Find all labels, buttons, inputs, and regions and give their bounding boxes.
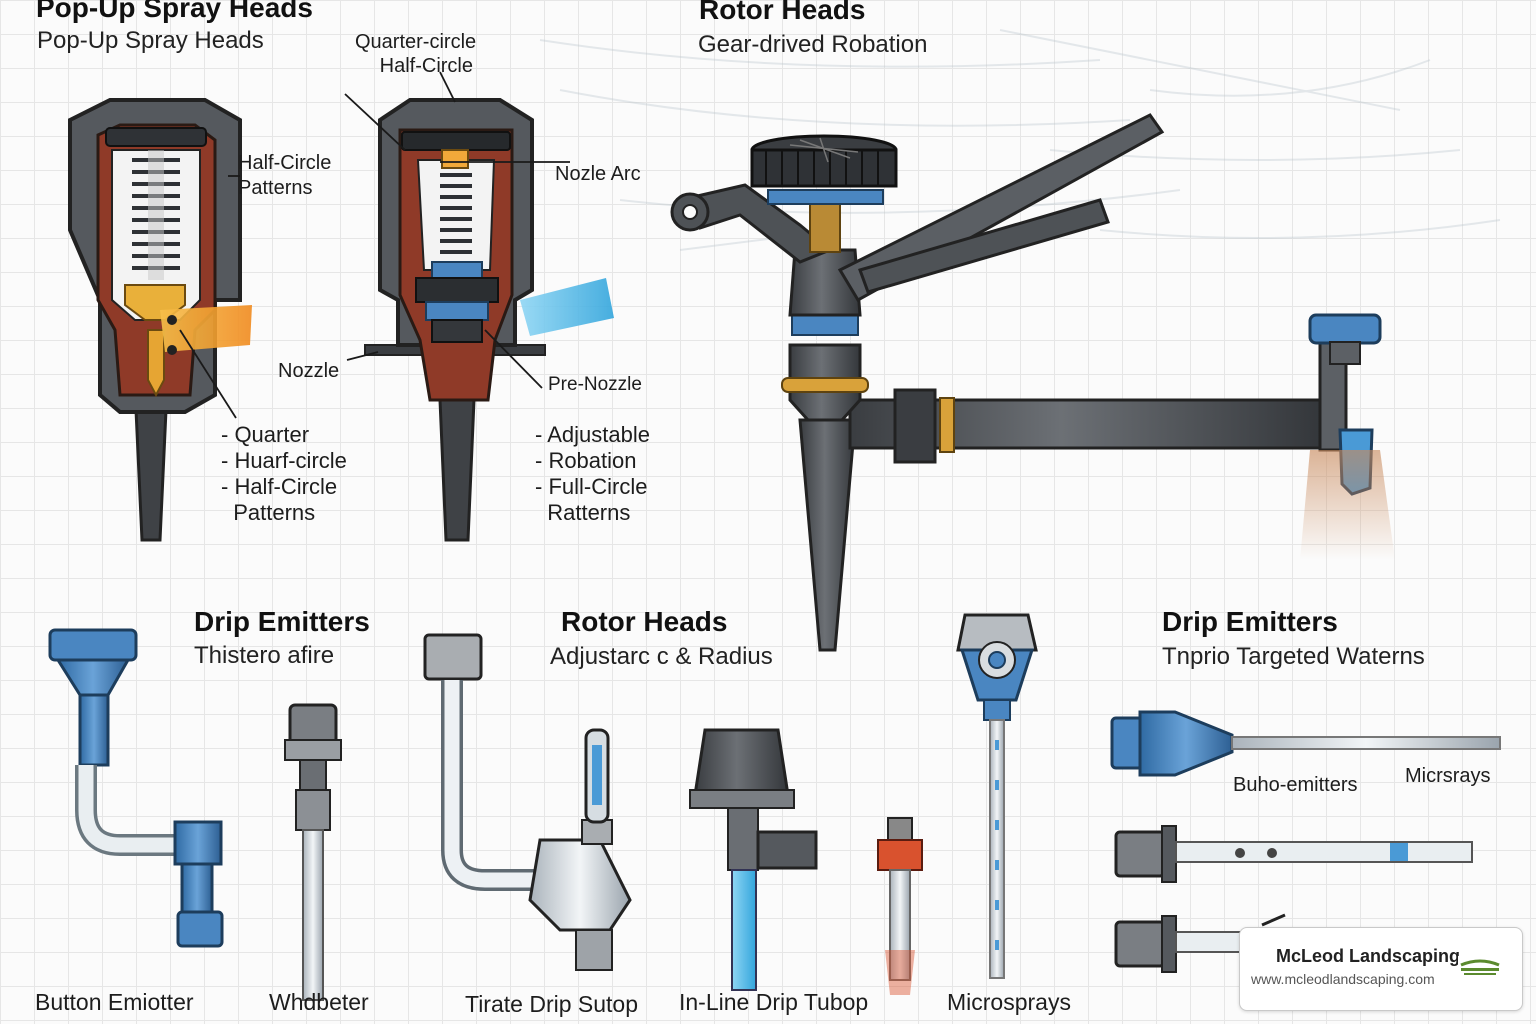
inline-emitter-row <box>1114 825 1473 883</box>
list-item: - Half-Circle <box>221 474 338 499</box>
list-item: Ratterns <box>535 500 631 525</box>
arc-pattern-label: Quarter-circle Half-Circle <box>355 31 477 77</box>
rotor-bottom-heading: Rotor Heads <box>561 606 728 637</box>
drip-setup <box>423 633 632 971</box>
list-item: - Full-Circle <box>535 474 648 499</box>
brand-name: McLeod Landscaping <box>1276 946 1461 966</box>
brand-logo-icon <box>1458 956 1502 978</box>
drip-left-heading: Drip Emitters <box>194 606 370 637</box>
popup-leader-lines <box>179 71 570 419</box>
brand-badge[interactable]: McLeod Landscaping www.mcleodlandscaping… <box>1239 927 1523 1011</box>
rotor-subtitle: Gear-drived Robation <box>698 31 928 58</box>
list-item: - Quarter <box>221 422 310 447</box>
microspray-stake <box>956 613 1038 979</box>
bubbler-emitter-row <box>1110 710 1501 777</box>
pre-nozzle-label: Pre-Nozzle <box>548 374 642 395</box>
bubbler-label: Buho-emitters <box>1233 774 1358 796</box>
rotor-head-large <box>670 113 1395 652</box>
drip-right-heading: Drip Emitters <box>1162 606 1338 637</box>
list-item: - Huarf-circle <box>221 448 347 473</box>
caption-whdbeter: Whdbeter <box>269 989 369 1015</box>
whdbeter-emitter <box>284 703 342 1001</box>
microsprays-side-label: Micrsrays <box>1405 765 1491 787</box>
caption-microsprays: Microsprays <box>947 989 1071 1015</box>
drip-right-subtitle: Tnprio Targeted Waterns <box>1162 643 1425 670</box>
brand-url[interactable]: www.mcleodlandscaping.com <box>1251 971 1435 987</box>
list-item: - Robation <box>535 448 637 473</box>
caption-button-emitter: Button Emiotter <box>35 989 194 1015</box>
inline-drip-tubing <box>689 728 923 995</box>
caption-inline-tubing: In-Line Drip Tubop <box>679 989 869 1015</box>
popup-spray-head-1 <box>68 98 252 542</box>
list-item: - Adjustable <box>535 422 650 447</box>
button-emitter <box>48 628 224 948</box>
list-item: Patterns <box>221 500 316 525</box>
popup-heading: Pop-Up Spray Heads <box>36 0 313 23</box>
popup-pattern-list-left: - Quarter - Huarf-circle - Half-Circle P… <box>221 422 347 526</box>
nozzle-label: Nozzle <box>278 360 340 382</box>
rotor-bottom-subtitle: Adjustarc c & Radius <box>550 643 773 670</box>
caption-drip-setup: Tirate Drip Sutop <box>465 991 638 1017</box>
drip-left-subtitle: Thistero afire <box>194 642 335 669</box>
rotor-heading: Rotor Heads <box>699 0 866 25</box>
half-circle-label: Half-Circle Patterns <box>238 152 332 199</box>
popup-subtitle: Pop-Up Spray Heads <box>37 27 264 54</box>
popup-pattern-list-right: - Adjustable - Robation - Full-Circle Ra… <box>535 422 650 526</box>
nozzle-arc-label: Nozle Arc <box>555 163 641 185</box>
